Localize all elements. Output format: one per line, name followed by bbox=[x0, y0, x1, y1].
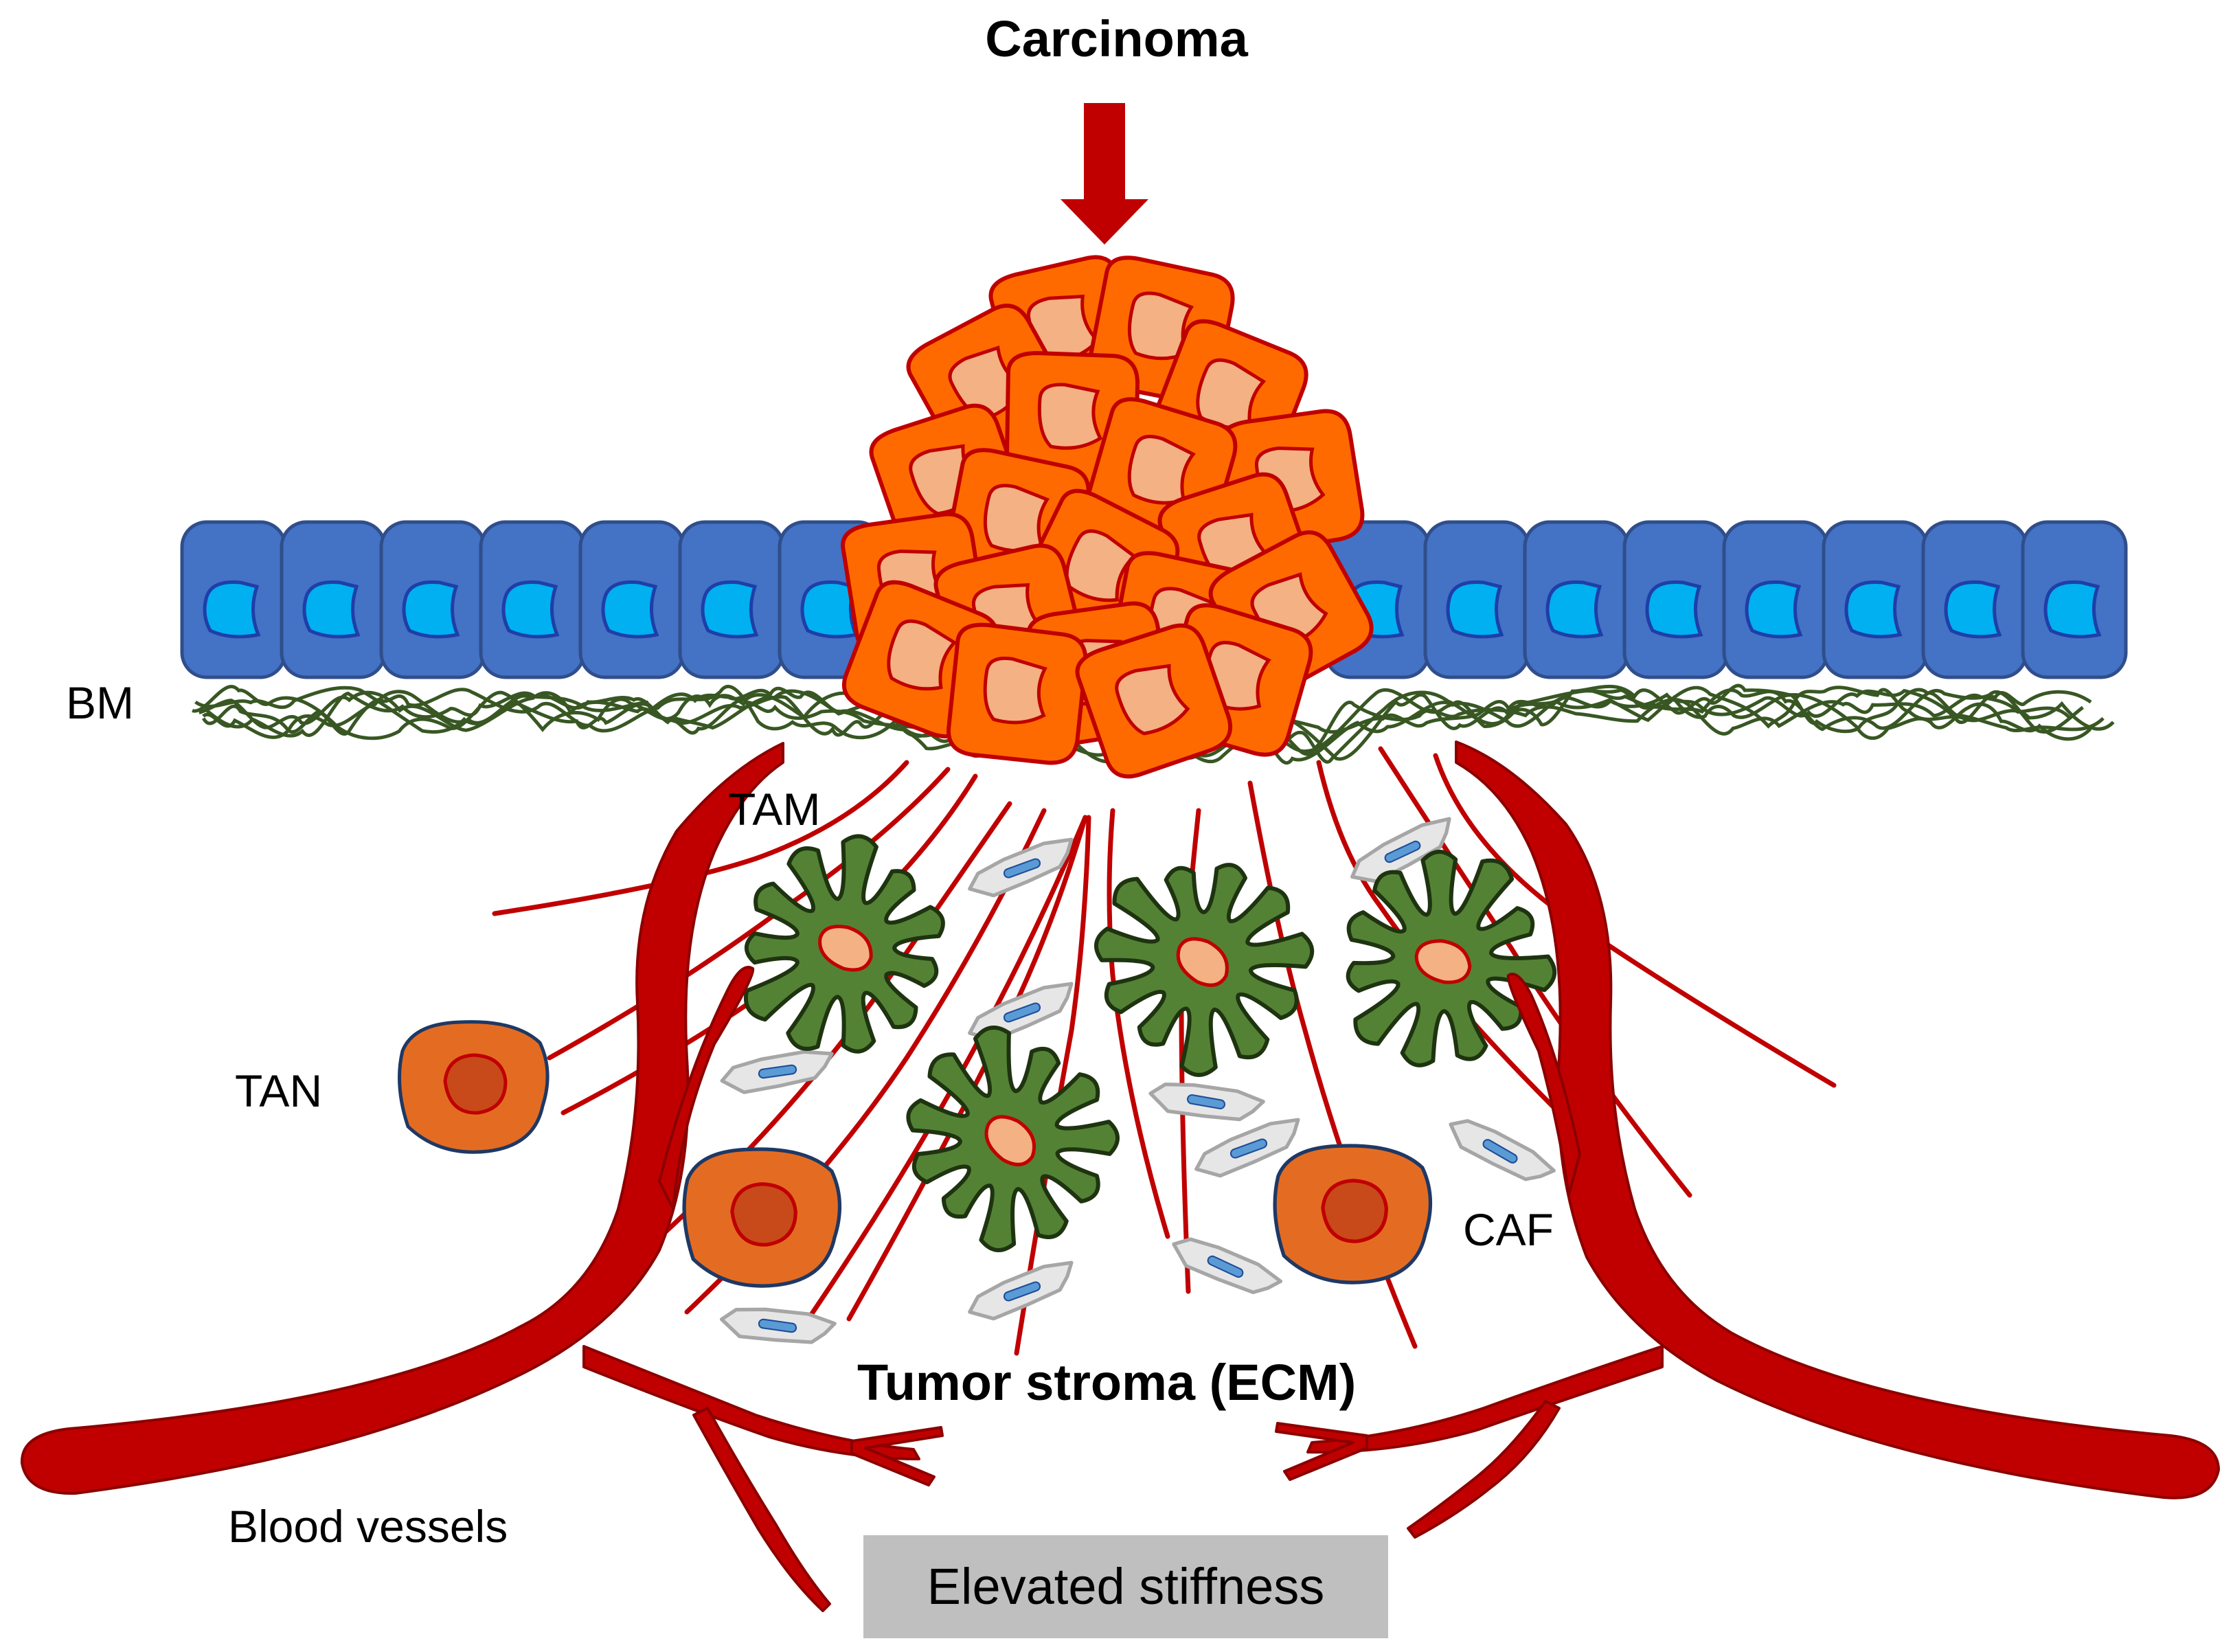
epithelial-cell bbox=[280, 520, 387, 679]
vessel-left-branch bbox=[658, 966, 755, 1210]
tumor-cell-nucleus bbox=[1037, 383, 1103, 450]
stiffness-box: Elevated stiffness bbox=[863, 1535, 1388, 1638]
epithelial-cell bbox=[2021, 520, 2128, 679]
vessel-right-twig-1 bbox=[1275, 1422, 1368, 1481]
label-blood-vessels: Blood vessels bbox=[228, 1501, 508, 1552]
label-tan: TAN bbox=[235, 1065, 323, 1116]
tumor-cell-nucleus bbox=[1115, 664, 1190, 736]
epithelial-cell-layer bbox=[180, 520, 2128, 679]
tan-cell bbox=[1275, 1146, 1430, 1282]
ecm-fiber bbox=[1014, 815, 1091, 1356]
label-bm: BM bbox=[66, 677, 134, 728]
tumor-cell bbox=[947, 622, 1088, 765]
caf-cell bbox=[1168, 1228, 1283, 1304]
epithelial-nucleus bbox=[2043, 580, 2102, 639]
epithelial-cell bbox=[578, 520, 685, 679]
epithelial-nucleus bbox=[1545, 580, 1604, 639]
epithelial-cell bbox=[1622, 520, 1730, 679]
diagram-title: Carcinoma bbox=[985, 10, 1248, 67]
vessel-left-main bbox=[20, 742, 784, 1495]
carcinoma-arrow bbox=[1061, 103, 1148, 245]
tam-cell bbox=[906, 1026, 1120, 1252]
epithelial-nucleus bbox=[402, 580, 460, 639]
epithelial-nucleus bbox=[203, 580, 261, 639]
carcinoma-tumor-mass bbox=[841, 255, 1374, 779]
epithelial-cell bbox=[1921, 520, 2028, 679]
epithelial-nucleus bbox=[1844, 580, 1903, 639]
epithelial-cell bbox=[1523, 520, 1630, 679]
tam-cells bbox=[743, 834, 1557, 1252]
tumor-cell-nucleus bbox=[983, 656, 1047, 725]
ecm-fiber bbox=[1316, 760, 1555, 1109]
tan-cell bbox=[400, 1022, 548, 1153]
epithelial-cell bbox=[379, 520, 486, 679]
epithelial-nucleus bbox=[1745, 580, 1803, 639]
caf-cell bbox=[1444, 1109, 1557, 1193]
blood-vessels bbox=[20, 740, 2220, 1612]
tan-cell bbox=[684, 1149, 839, 1286]
epithelial-nucleus bbox=[1645, 580, 1703, 639]
ecm-fiber bbox=[492, 760, 909, 916]
tumor-cell-nucleus bbox=[887, 619, 957, 691]
epithelial-nucleus bbox=[601, 580, 659, 639]
caf-cell bbox=[1148, 1076, 1264, 1127]
epithelial-nucleus bbox=[1944, 580, 2002, 639]
vessel-right-sub-2 bbox=[1407, 1400, 1561, 1539]
epithelial-cell bbox=[1423, 520, 1530, 679]
epithelial-nucleus bbox=[1446, 580, 1504, 639]
tumor-cell bbox=[1075, 623, 1233, 779]
tam-cell bbox=[1346, 850, 1557, 1067]
epithelial-nucleus bbox=[701, 580, 759, 639]
caf-cell bbox=[720, 1048, 836, 1096]
label-tam: TAM bbox=[728, 784, 821, 835]
epithelial-cell bbox=[1722, 520, 1829, 679]
epithelial-nucleus bbox=[302, 580, 361, 639]
vessel-right-branch bbox=[1506, 973, 1581, 1197]
label-tumor-stroma: Tumor stroma (ECM) bbox=[857, 1354, 1357, 1411]
epithelial-cell bbox=[479, 520, 586, 679]
tam-cell bbox=[1094, 863, 1315, 1077]
epithelial-cell bbox=[180, 520, 287, 679]
vessel-left-twig-1 bbox=[850, 1426, 944, 1486]
caf-cell bbox=[720, 1302, 836, 1350]
tam-cell bbox=[743, 834, 945, 1054]
epithelial-cell bbox=[678, 520, 785, 679]
epithelial-cell bbox=[1822, 520, 1929, 679]
label-caf: CAF bbox=[1463, 1204, 1554, 1255]
vessel-left-sub-2 bbox=[692, 1407, 831, 1612]
epithelial-nucleus bbox=[501, 580, 560, 639]
label-elevated-stiffness: Elevated stiffness bbox=[927, 1558, 1325, 1615]
